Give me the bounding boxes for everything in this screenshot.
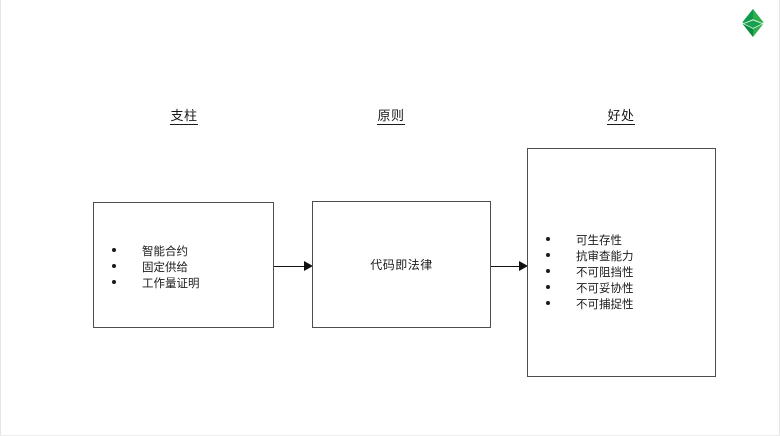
principles-center-label: 代码即法律 bbox=[370, 257, 433, 272]
list-item: 不可捕捉性 bbox=[528, 297, 715, 313]
arrow-head-icon bbox=[519, 261, 528, 271]
principles-box: 代码即法律 bbox=[312, 201, 491, 328]
list-item: 不可阻挡性 bbox=[528, 265, 715, 281]
column-heading-principles-label: 原则 bbox=[377, 108, 405, 125]
pillars-list: 智能合约 固定供给 工作量证明 bbox=[94, 244, 273, 292]
arrow-pillars-to-principles bbox=[274, 261, 313, 271]
arrow-shaft bbox=[274, 265, 305, 267]
list-item-label: 工作量证明 bbox=[142, 278, 200, 290]
list-item-label: 不可阻挡性 bbox=[576, 267, 634, 279]
list-item: 抗审查能力 bbox=[528, 249, 715, 265]
arrow-shaft bbox=[491, 265, 520, 267]
list-item-label: 智能合约 bbox=[142, 246, 188, 258]
list-item-label: 不可妥协性 bbox=[576, 283, 634, 295]
bullet-dot-icon bbox=[546, 237, 550, 241]
column-heading-benefits-label: 好处 bbox=[607, 108, 635, 125]
list-item-label: 抗审查能力 bbox=[576, 251, 634, 263]
list-item: 固定供给 bbox=[94, 260, 273, 276]
bullet-dot-icon bbox=[546, 285, 550, 289]
list-item-label: 不可捕捉性 bbox=[576, 299, 634, 311]
arrow-principles-to-benefits bbox=[491, 261, 528, 271]
bullet-dot-icon bbox=[112, 264, 116, 268]
benefits-box: 可生存性 抗审查能力 不可阻挡性 不可妥协性 不可捕捉性 bbox=[527, 148, 716, 377]
list-item: 不可妥协性 bbox=[528, 281, 715, 297]
column-heading-pillars: 支柱 bbox=[134, 108, 234, 125]
bullet-dot-icon bbox=[546, 269, 550, 273]
column-heading-pillars-label: 支柱 bbox=[170, 108, 198, 125]
bullet-dot-icon bbox=[112, 248, 116, 252]
list-item-label: 固定供给 bbox=[142, 262, 188, 274]
column-heading-benefits: 好处 bbox=[571, 108, 671, 125]
arrow-head-icon bbox=[304, 261, 313, 271]
list-item: 可生存性 bbox=[528, 233, 715, 249]
bullet-dot-icon bbox=[546, 301, 550, 305]
list-item-label: 可生存性 bbox=[576, 235, 622, 247]
benefits-list: 可生存性 抗审查能力 不可阻挡性 不可妥协性 不可捕捉性 bbox=[528, 233, 715, 313]
list-item: 工作量证明 bbox=[94, 276, 273, 292]
bullet-dot-icon bbox=[112, 280, 116, 284]
pillars-box: 智能合约 固定供给 工作量证明 bbox=[93, 202, 274, 328]
ethereum-classic-logo bbox=[736, 6, 770, 40]
list-item: 智能合约 bbox=[94, 244, 273, 260]
bullet-dot-icon bbox=[546, 253, 550, 257]
column-heading-principles: 原则 bbox=[341, 108, 441, 125]
